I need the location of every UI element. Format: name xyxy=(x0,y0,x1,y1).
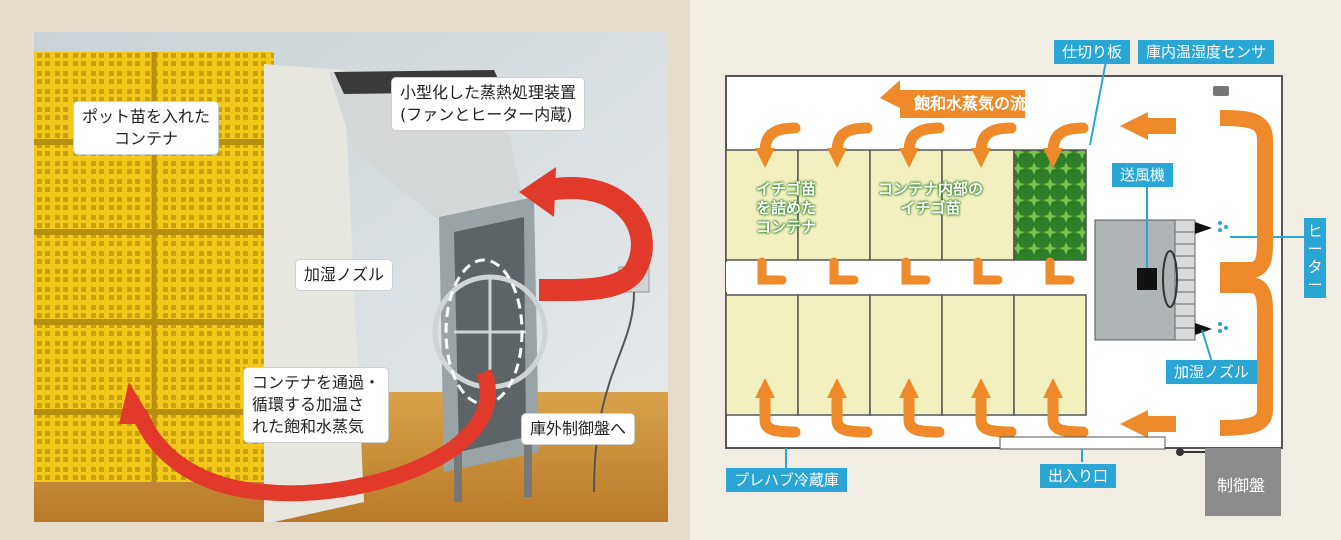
nozzle-label: 加湿ノズル xyxy=(1166,360,1258,384)
blower-unit xyxy=(1094,219,1176,341)
partition-label: 仕切り板 xyxy=(1054,40,1131,64)
seedling-container xyxy=(1013,149,1087,261)
control-label: 制御盤 xyxy=(1217,476,1266,495)
steam-callout: コンテナを通過・ 循環する加温さ れた飽和水蒸気 xyxy=(244,368,389,442)
entrance-label: 出入り口 xyxy=(1040,464,1117,488)
control-panel-box xyxy=(1205,448,1281,516)
inside-seedlings-label: コンテナ内部の イチゴ苗 xyxy=(878,180,984,217)
nozzle-callout: 加湿ノズル xyxy=(296,260,393,290)
sensor-label: 庫内温湿度センサ xyxy=(1138,40,1275,64)
photo-panel: ポット苗を入れた コンテナ 小型化した蒸熱処理装置 (ファンとヒーター内蔵) 加… xyxy=(0,0,690,540)
sensor-icon xyxy=(1213,86,1229,96)
control-panel-callout: 庫外制御盤へ xyxy=(522,414,635,444)
blower-label: 送風機 xyxy=(1112,163,1174,187)
device-callout: 小型化した蒸熱処理装置 (ファンとヒーター内蔵) xyxy=(392,78,585,130)
fan-icon xyxy=(1137,268,1157,290)
pot-container-callout: ポット苗を入れた コンテナ xyxy=(74,102,219,154)
floor-plan-diagram xyxy=(725,39,1306,516)
diagram-panel: 飽和水蒸気の流れ 仕切り板 庫内温湿度センサ 送風機 ヒ ー タ ー 加湿ノズル… xyxy=(690,0,1341,540)
flow-arrow xyxy=(880,80,1025,118)
steam-device-photo: ポット苗を入れた コンテナ 小型化した蒸熱処理装置 (ファンとヒーター内蔵) 加… xyxy=(34,32,668,522)
flow-title: 飽和水蒸気の流れ xyxy=(914,94,1043,113)
heater-label: ヒ ー タ ー xyxy=(1304,218,1326,298)
prefab-label: プレハブ冷蔵庫 xyxy=(726,468,848,492)
containers-label: イチゴ苗 を詰めた コンテナ xyxy=(756,180,817,236)
